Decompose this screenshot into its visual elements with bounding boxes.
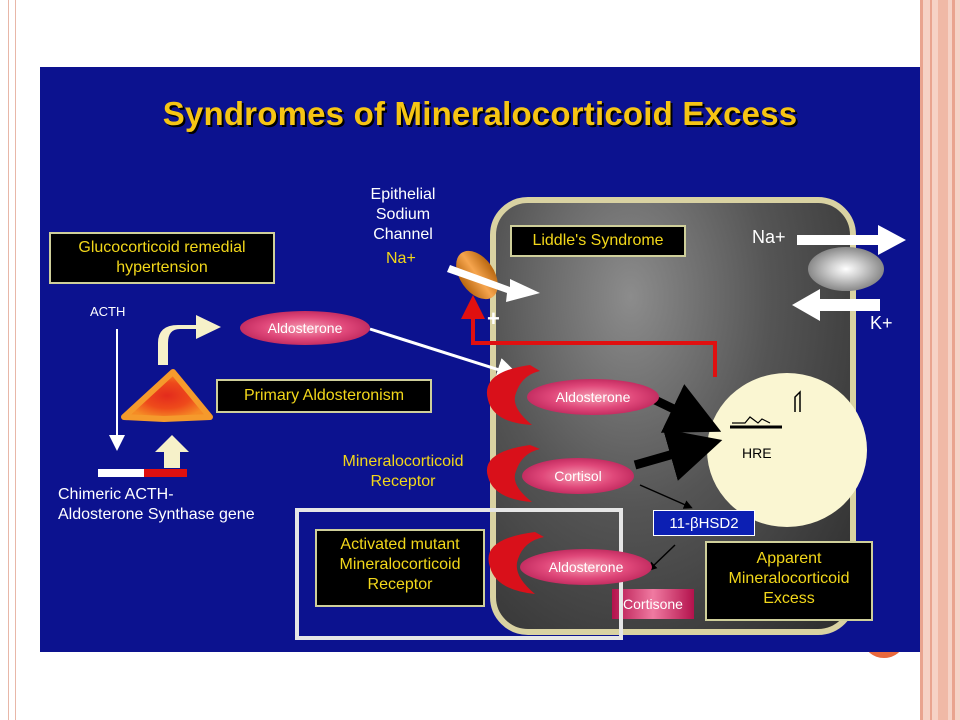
- acth-label: ACTH: [90, 304, 126, 319]
- diagram-slide: Syndromes of Mineralocorticoid Excess: [40, 67, 920, 652]
- feedback-line: [461, 295, 717, 377]
- gene-bar-red: [144, 469, 187, 477]
- na-k-pump: [808, 247, 884, 291]
- nucleus: [707, 373, 867, 527]
- epithelial-sodium-channel-label: Epithelial Sodium Channel: [370, 186, 436, 243]
- aldo-to-hre-arrow: [653, 384, 722, 433]
- hsd2-box: 11-βHSD2: [653, 510, 755, 536]
- sodium-channel-arrow: [447, 265, 540, 302]
- liddles-syndrome-box: Liddle's Syndrome: [510, 225, 686, 257]
- cortisol-to-hsd2-arrow: [639, 484, 693, 509]
- hre-sketch-2: [794, 390, 801, 412]
- glucocorticoid-box: Glucocorticoid remedial hypertension: [49, 232, 275, 284]
- receptor-1: [486, 365, 540, 425]
- activated-mutant-box: Activated mutant Mineralocorticoid Recep…: [315, 529, 485, 607]
- gene-up-arrow: [155, 435, 189, 468]
- slide-frame-left: [8, 0, 16, 720]
- receptor-2: [486, 445, 540, 502]
- aldosterone-ellipse-outside: Aldosterone: [240, 311, 370, 345]
- apparent-me-box: Apparent Mineralocorticoid Excess: [705, 541, 873, 621]
- hre-sketch: [732, 416, 771, 424]
- na-out-label: Na+: [752, 227, 786, 247]
- slide-frame-right: [920, 0, 960, 720]
- k-in-arrow: [792, 289, 880, 321]
- hsd2-to-cortisone-arrow: [647, 544, 676, 572]
- cortisone-label: Cortisone: [612, 589, 694, 619]
- k-in-label: K+: [870, 313, 893, 333]
- cortisol-to-hre-arrow: [633, 428, 723, 481]
- primary-aldosteronism-box: Primary Aldosteronism: [216, 379, 432, 413]
- na-out-arrow: [797, 225, 906, 255]
- chimeric-gene-label: Chimeric ACTH- Aldosterone Synthase gene: [58, 486, 255, 523]
- receptor-3: [488, 532, 544, 594]
- adrenal-gland: [121, 369, 213, 422]
- diagram-arrows: [98, 225, 906, 594]
- cortisol-ellipse: Cortisol: [522, 458, 634, 494]
- curved-arrow: [158, 315, 221, 365]
- aldosterone-ellipse-mutant: Aldosterone: [520, 549, 652, 585]
- aldo-to-receptor-arrow: [369, 327, 521, 381]
- mr-label: Mineralocorticoid Receptor: [342, 453, 464, 490]
- hre-label: HRE: [742, 445, 772, 461]
- na-channel-label: Na+: [386, 250, 416, 267]
- slide-title: Syndromes of Mineralocorticoid Excess: [162, 95, 798, 132]
- aldosterone-ellipse-receptor: Aldosterone: [527, 379, 659, 415]
- plus-sign: +: [487, 306, 500, 331]
- gene-bar-white: [98, 469, 144, 477]
